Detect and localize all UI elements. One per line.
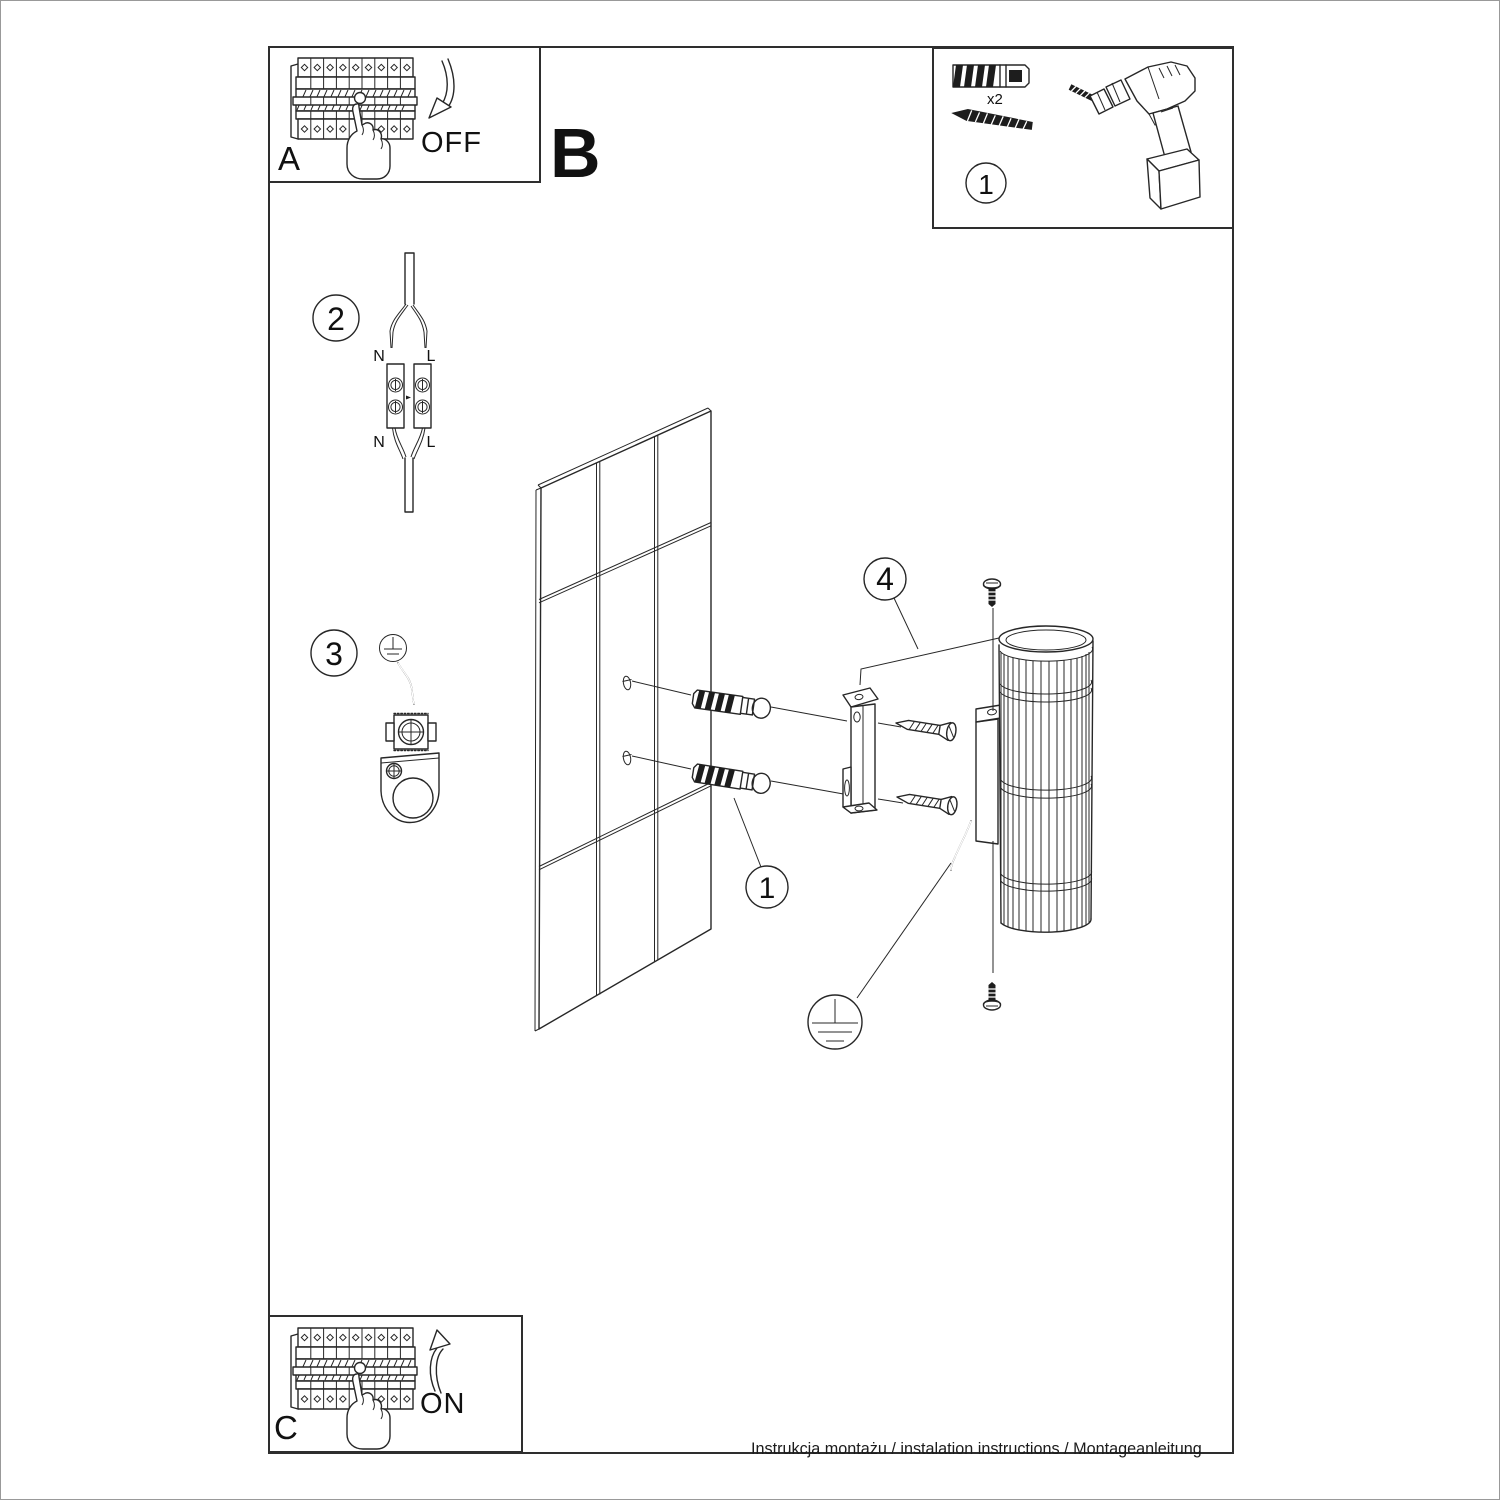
on-arrow-head	[429, 1329, 451, 1351]
panel-c-action: ON	[420, 1388, 466, 1420]
label-n-bottom: N	[373, 434, 385, 451]
anchor-icon	[952, 64, 1030, 88]
anchor-quantity: x2	[987, 91, 1003, 108]
step3-number: 3	[325, 636, 343, 672]
footer-line-1: Instrukcja montażu / instalation instruc…	[751, 1440, 1202, 1458]
breaker-panel-c-icon	[290, 1327, 451, 1450]
callout-1-wall: 1	[733, 797, 789, 909]
wall-tiles	[534, 407, 712, 1032]
terminal-screws	[388, 377, 430, 415]
callout-3: 3	[310, 629, 358, 677]
screw-parts-icon	[951, 108, 1033, 131]
cover-screw-top-icon	[982, 578, 1002, 608]
callout-1-parts: 1	[965, 162, 1007, 204]
ground-wire-diagram	[379, 634, 440, 824]
off-arrow-icon	[441, 58, 455, 108]
panel-a-label: A	[278, 140, 301, 177]
parts-step-number: 1	[978, 169, 994, 200]
on-arrow-icon	[429, 1347, 444, 1394]
wall-lamp	[998, 625, 1094, 933]
drill-icon	[1068, 61, 1201, 210]
lamp-back-plate	[950, 703, 1008, 871]
panel-a-action: OFF	[421, 127, 482, 159]
label-l-top: L	[427, 348, 436, 365]
label-l-bottom: L	[427, 434, 436, 451]
panel-c-label: C	[274, 1409, 298, 1446]
footer-text: Instrukcja montażu / instalation instruc…	[751, 1393, 1202, 1499]
drill-hole	[622, 675, 632, 691]
callout-4: 4	[859, 557, 1000, 686]
step2-number: 2	[327, 301, 345, 337]
drill-hole	[622, 750, 632, 766]
section-b-label: B	[550, 114, 601, 192]
wiring-diagram: N L N L	[373, 252, 436, 513]
wall-plug-number: 1	[759, 872, 776, 905]
step4-number: 4	[876, 561, 894, 597]
label-n-top: N	[373, 348, 385, 365]
assembly-alignment-lines	[631, 680, 904, 804]
cover-screw-bottom-icon	[982, 981, 1002, 1011]
callout-2: 2	[312, 294, 360, 342]
off-arrow-head	[428, 97, 452, 119]
screw-icon	[893, 713, 958, 743]
ground-symbol	[807, 862, 952, 1050]
mounting-bracket	[842, 687, 879, 814]
screw-icon	[894, 787, 959, 817]
breaker-panel-a-icon	[290, 57, 455, 180]
